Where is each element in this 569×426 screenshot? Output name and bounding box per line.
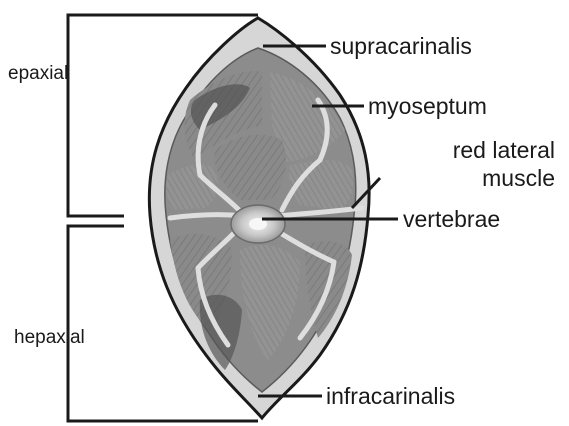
label-hepaxial: hepaxial [14, 328, 85, 347]
label-infracarinalis: infracarinalis [326, 385, 455, 408]
label-red-lateral-line1: red lateral [453, 137, 555, 163]
label-vertebrae: vertebrae [403, 208, 500, 231]
label-red-lateral-muscle: red lateral muscle [380, 136, 555, 192]
label-myoseptum: myoseptum [368, 95, 487, 118]
label-epaxial: epaxial [8, 64, 68, 83]
label-red-lateral-line2: muscle [482, 165, 555, 191]
label-supracarinalis: supracarinalis [330, 35, 472, 58]
